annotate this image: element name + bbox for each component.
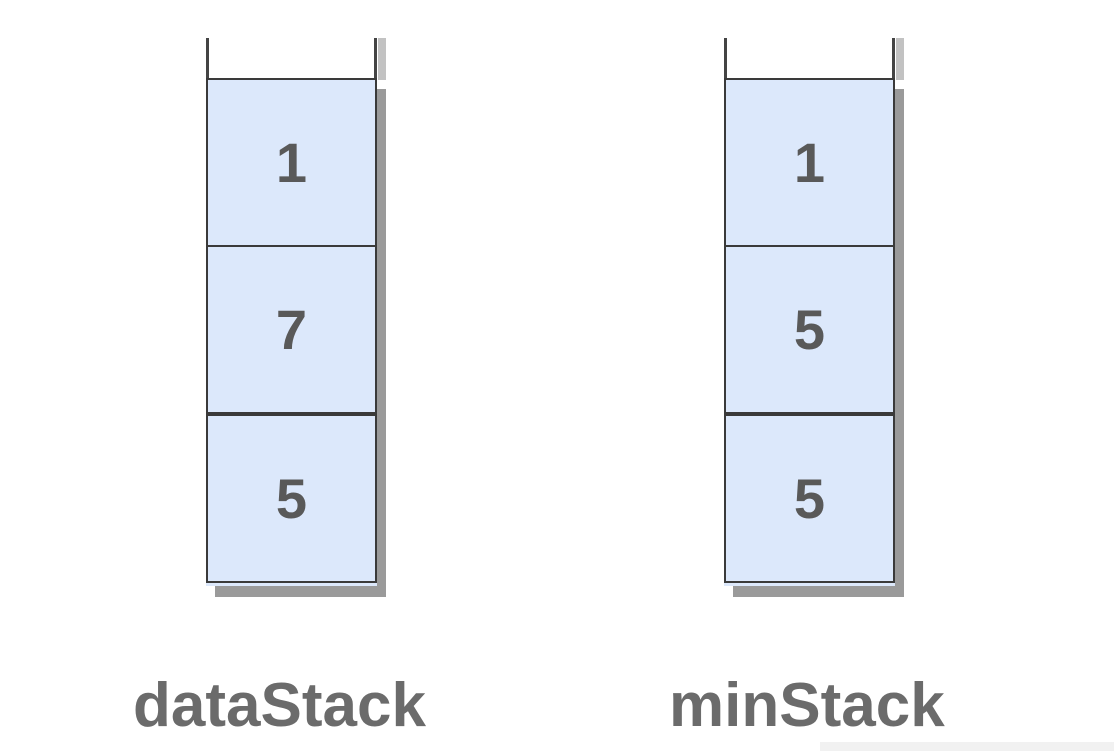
stack-cell: 7 (206, 245, 377, 414)
stack-rail-left (206, 38, 209, 80)
stack-cell: 1 (724, 78, 895, 247)
stack-rail-shadow (896, 38, 904, 80)
stack-rail-shadow (378, 38, 386, 80)
corner-strip (820, 742, 1114, 751)
stack-body: 1 7 5 (206, 78, 377, 586)
min-stack-label: minStack (669, 671, 945, 740)
data-stack: 1 7 5 (206, 0, 406, 610)
stack-rail-right (374, 38, 377, 80)
data-stack-label: dataStack (133, 671, 426, 740)
stack-cell: 5 (724, 414, 895, 583)
stack-cell: 1 (206, 78, 377, 247)
stack-rail-right (892, 38, 895, 80)
stack-cell: 5 (724, 245, 895, 414)
stack-rail-left (724, 38, 727, 80)
stack-body: 1 5 5 (724, 78, 895, 586)
stack-cell: 5 (206, 414, 377, 583)
min-stack: 1 5 5 (724, 0, 924, 610)
